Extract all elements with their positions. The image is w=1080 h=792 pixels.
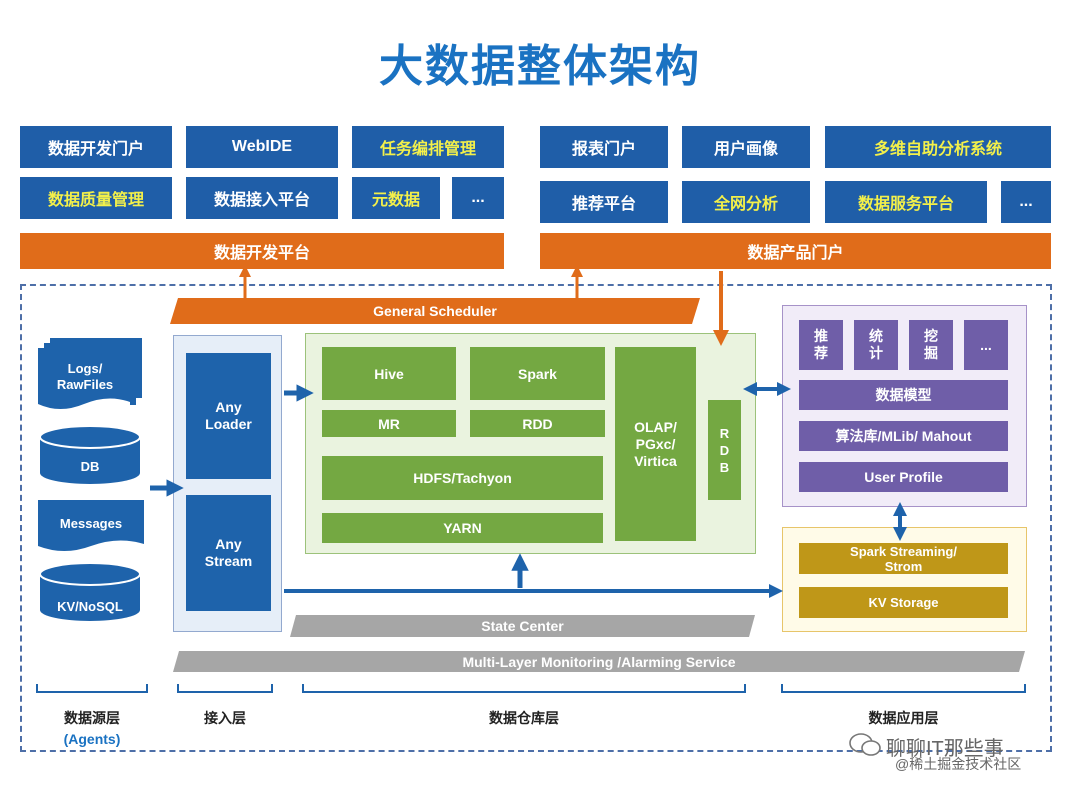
state-center-bar <box>290 615 755 637</box>
product-portal-item: 多维自助分析系统 <box>825 126 1051 168</box>
dev-portal-item: 数据开发门户 <box>20 126 172 168</box>
product-portal-item: 报表门户 <box>540 126 668 168</box>
statistics-tile: 统 计 <box>854 320 898 370</box>
access-layer-label: 接入层 <box>204 710 246 726</box>
product-portal-item: 全网分析 <box>682 181 810 223</box>
dev-portal-item: 元数据 <box>352 177 440 219</box>
architecture-frame <box>20 284 1052 752</box>
general-scheduler-label: General Scheduler <box>373 303 497 319</box>
database-icon <box>39 425 141 484</box>
product-platform-bar: 数据产品门户 <box>540 233 1051 269</box>
watermark-source: @稀土掘金技术社区 <box>895 756 1022 772</box>
app-layer-label: 数据应用层 <box>868 710 939 726</box>
product-portal-item: 数据服务平台 <box>825 181 987 223</box>
product-portal-item: ... <box>1001 181 1051 223</box>
mining-tile: 挖 掘 <box>909 320 953 370</box>
kv-nosql-label: KV/NoSQL <box>57 599 123 614</box>
messages-label: Messages <box>59 516 123 531</box>
rdd-box: RDD <box>470 410 605 437</box>
mr-box: MR <box>322 410 456 437</box>
dev-portal-item: 数据接入平台 <box>186 177 338 219</box>
monitoring-label: Multi-Layer Monitoring /Alarming Service <box>462 653 736 670</box>
page-title: 大数据整体架构 <box>379 42 701 91</box>
recommend-tile: 推 荐 <box>799 320 843 370</box>
dev-portal-item: 任务编排管理 <box>352 126 504 168</box>
hive-box: Hive <box>322 347 456 400</box>
wechat-icon <box>849 733 881 756</box>
hdfs-box: HDFS/Tachyon <box>322 456 603 500</box>
state-center-label: State Center <box>481 618 564 634</box>
kv-nosql-icon <box>39 562 141 621</box>
monitoring-bar <box>173 651 1025 672</box>
any-stream-box: Any Stream <box>186 495 271 611</box>
messages-icon <box>38 500 144 551</box>
more-tile: ... <box>964 320 1008 370</box>
yarn-box: YARN <box>322 513 603 543</box>
kv-storage-box: KV Storage <box>799 587 1008 618</box>
spark-box: Spark <box>470 347 605 400</box>
product-portal-item: 推荐平台 <box>540 181 668 223</box>
spark-streaming-box: Spark Streaming/ Strom <box>799 543 1008 574</box>
algorithm-lib-box: 算法库/MLib/ Mahout <box>799 421 1008 451</box>
source-layer-sublabel: (Agents) <box>63 731 121 747</box>
dev-portal-item: WebIDE <box>186 126 338 168</box>
any-loader-box: Any Loader <box>186 353 271 479</box>
data-model-box: 数据模型 <box>799 380 1008 410</box>
dev-platform-bar: 数据开发平台 <box>20 233 504 269</box>
dev-portal-item: 数据质量管理 <box>20 177 172 219</box>
product-portal-item: 用户画像 <box>682 126 810 168</box>
warehouse-layer-label: 数据仓库层 <box>489 710 559 726</box>
olap-box: OLAP/ PGxc/ Virtica <box>615 347 696 541</box>
watermark-title: 聊聊IT那些事 <box>886 738 1004 760</box>
db-label: DB <box>80 459 100 474</box>
logs-files-icon <box>38 338 142 409</box>
dev-portal-item: ... <box>452 177 504 219</box>
user-profile-box: User Profile <box>799 462 1008 492</box>
source-layer-label: 数据源层 <box>64 710 120 726</box>
general-scheduler-bar <box>170 298 700 324</box>
rdb-box: R D B <box>708 400 741 500</box>
logs-label: Logs/ RawFiles <box>56 361 114 392</box>
